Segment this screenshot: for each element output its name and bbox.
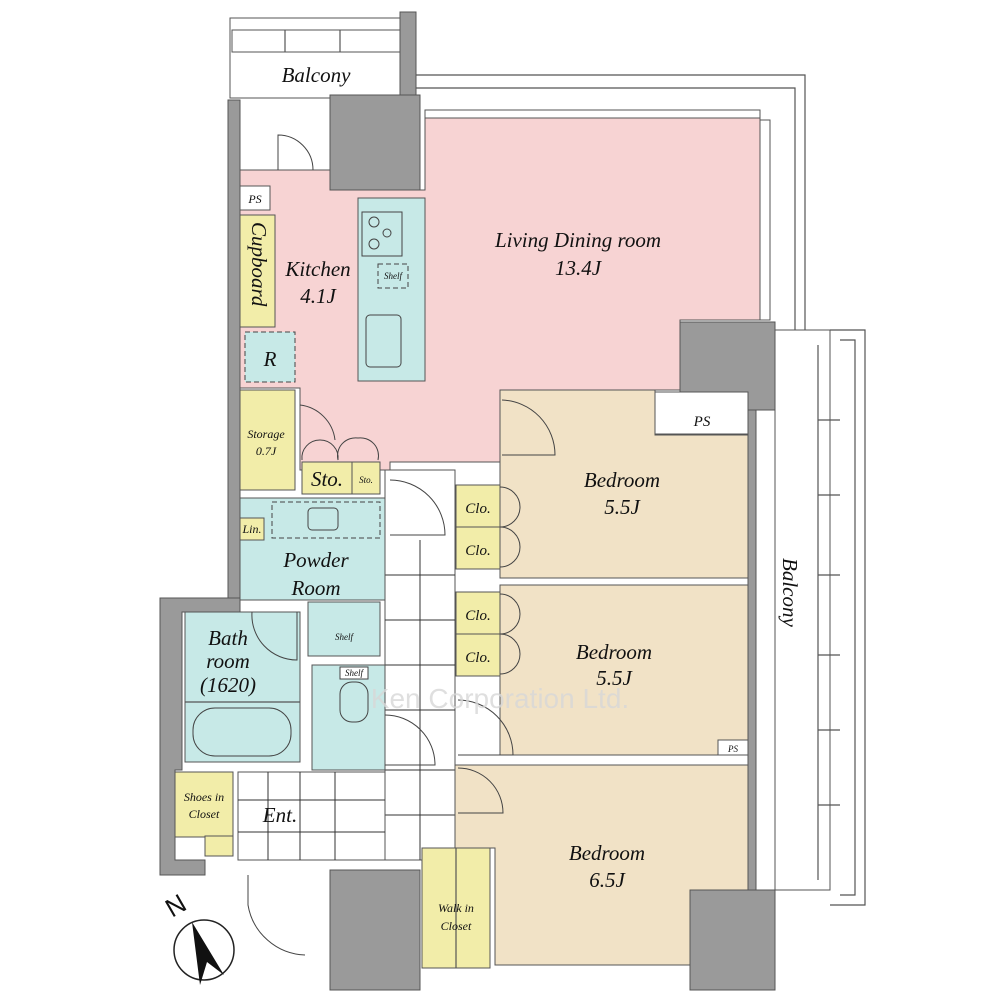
living-label: Living Dining room [494, 228, 661, 252]
left-wall [227, 99, 241, 601]
sink-icon [365, 314, 402, 368]
bathroom [184, 611, 301, 763]
entrance: Ent. [237, 771, 386, 956]
kitchen-size: 4.1J [300, 284, 337, 308]
north-label: N [160, 888, 191, 923]
powder-label-2: Room [291, 576, 341, 600]
bedroom-size: 6.5J [589, 868, 626, 892]
shelf-label: Shelf [345, 668, 364, 678]
wall-block [689, 889, 776, 991]
sto-large[interactable] [301, 461, 353, 495]
toilet-door [384, 714, 436, 766]
linen-closet[interactable] [239, 517, 265, 541]
sto-label: Sto. [311, 467, 343, 491]
balcony-right-label: Balcony [778, 558, 802, 627]
bedroom-label: Bedroom [569, 841, 645, 865]
bedroom-label: Bedroom [576, 640, 652, 664]
refrigerator [244, 331, 296, 383]
bath-wall [159, 597, 241, 876]
powder-label: Powder [282, 548, 349, 572]
closet-label: Clo. [465, 650, 490, 666]
shoes-closet-label-2: Closet [189, 807, 220, 821]
powder-shelf [307, 601, 381, 657]
bath-size: (1620) [200, 673, 256, 697]
bath-label-2: room [206, 649, 250, 673]
shelf-label: Shelf [384, 271, 403, 281]
closet-label: Clo. [465, 543, 490, 559]
bath-door [251, 611, 298, 661]
watermark: Ken Corporation Ltd. [371, 683, 629, 714]
bedroom-3-door [457, 767, 504, 814]
corridor [384, 469, 456, 861]
ps-label: PS [727, 744, 738, 754]
refrigerator-label: R [263, 347, 277, 371]
bedroom-2-door [457, 699, 514, 756]
bath-label: Bath [208, 626, 248, 650]
balcony-top: Balcony [229, 11, 417, 101]
stove-icon [361, 211, 403, 257]
column [329, 94, 421, 191]
cupboard[interactable] [239, 214, 276, 328]
toilet-room [311, 664, 386, 771]
linen-label: Lin. [241, 522, 261, 536]
walk-in-closet-label-2: Closet [441, 919, 472, 933]
storage-label: Storage [247, 427, 285, 441]
right-wall [747, 409, 757, 891]
basin-icon [307, 507, 339, 531]
ps-label: PS [247, 192, 261, 206]
entrance-label: Ent. [262, 803, 297, 827]
balcony-door [277, 134, 314, 171]
closet-label: Clo. [465, 608, 490, 624]
sto-small[interactable] [351, 461, 381, 495]
wall-block [329, 869, 421, 991]
kitchen-label: Kitchen [284, 257, 350, 281]
bedroom-size: 5.5J [596, 666, 633, 690]
bedroom-size: 5.5J [604, 495, 641, 519]
compass-icon: N [160, 888, 235, 985]
outer-railing [415, 74, 866, 906]
window-frames [424, 109, 771, 321]
living-size: 13.4J [555, 256, 603, 280]
kitchen-counter: Shelf [357, 197, 426, 382]
powder-room [239, 497, 386, 601]
shoes-closet-label: Shoes in [184, 790, 224, 804]
sto-small-label: Sto. [359, 475, 373, 485]
storage-size: 0.7J [256, 444, 277, 458]
cupboard-label: Cupboard [247, 222, 271, 307]
shoes-closet[interactable] [174, 771, 234, 838]
walk-in-closet-label: Walk in [438, 901, 474, 915]
closets[interactable] [455, 484, 521, 677]
ldk-door [389, 479, 446, 536]
storage[interactable] [239, 389, 296, 491]
bedroom-2 [499, 584, 749, 756]
bedroom-label: Bedroom [584, 468, 660, 492]
sto-doors [301, 437, 379, 461]
closet-label: Clo. [465, 501, 490, 517]
storage-door [299, 404, 336, 441]
bedroom-1 [499, 389, 749, 579]
bedroom-1-door [501, 399, 556, 456]
shelf-label: Shelf [335, 632, 354, 642]
balcony-right: Balcony [774, 329, 840, 891]
toilet-icon [339, 681, 369, 723]
balcony-top-label: Balcony [282, 63, 351, 87]
bathtub-icon [192, 707, 292, 757]
entrance-door [247, 875, 306, 956]
ps-label: PS [693, 414, 711, 430]
